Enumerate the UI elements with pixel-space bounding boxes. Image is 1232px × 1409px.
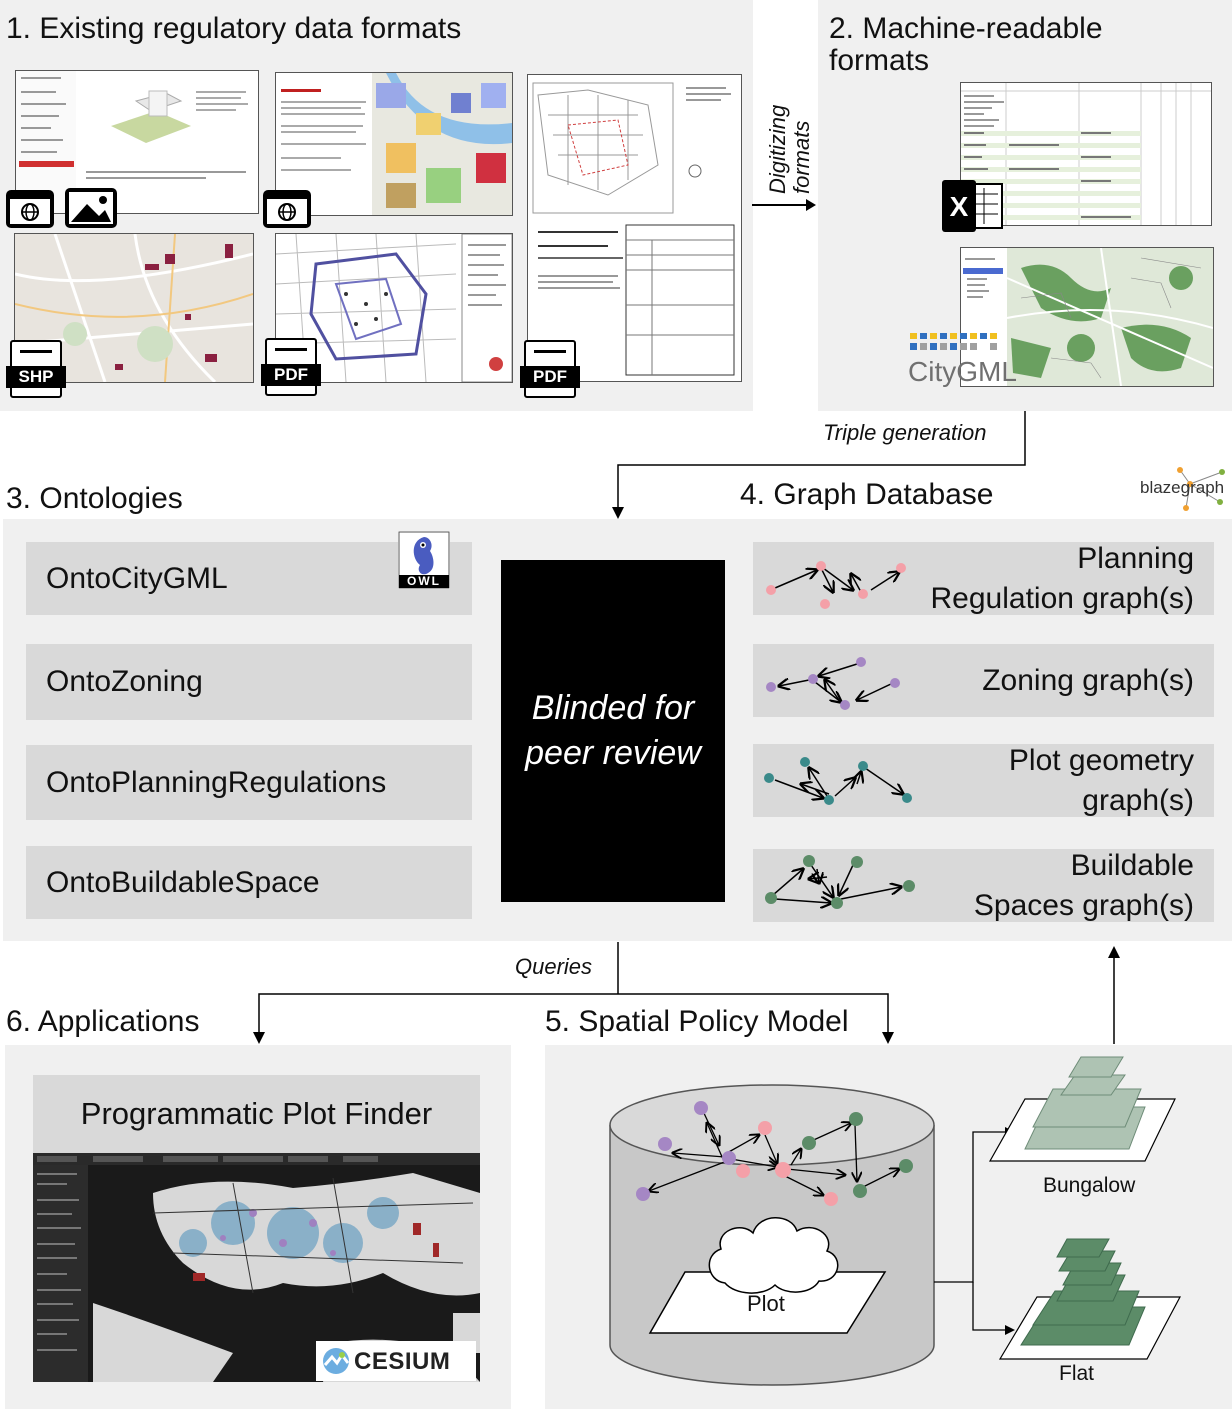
shp-file-icon: SHP	[6, 340, 66, 398]
zoning-graph-icon	[766, 657, 900, 710]
thumb-building-height-page	[15, 70, 259, 214]
bungalow-label: Bungalow	[1043, 1174, 1136, 1197]
thumb-spreadsheet	[960, 82, 1212, 226]
queries-label: Queries	[515, 954, 593, 979]
arrow-queries	[253, 942, 1120, 1044]
section-3-title: 3. Ontologies	[6, 482, 183, 515]
buildable-spaces-graph-box: Buildable Spaces graph(s)	[753, 849, 1214, 922]
section-1-title: 1. Existing regulatory data formats	[6, 12, 462, 45]
arrow-digitizing	[752, 199, 816, 211]
buildable-spaces-graph-icon	[765, 855, 915, 922]
image-icon	[65, 188, 117, 228]
arrow-triple-generation	[612, 411, 1026, 519]
planning-regulation-graph-box: Planning Regulation graph(s)	[753, 542, 1214, 615]
planning-graph-icon	[766, 561, 906, 609]
pdf-file-icon: PDF	[520, 340, 580, 398]
zoning-graph-box: Zoning graph(s)	[753, 644, 1214, 717]
spatial-policy-cylinder	[609, 1056, 1181, 1386]
svg-text:X: X	[950, 191, 969, 222]
blazegraph-logo: blazegraph	[1140, 462, 1232, 518]
plot-finder-title-bar: Programmatic Plot Finder	[33, 1075, 480, 1153]
web-icon	[263, 190, 311, 228]
excel-icon: X	[942, 180, 1004, 232]
thumb-master-plan-page	[275, 72, 513, 216]
blinded-box: Blinded for peer review	[501, 560, 725, 902]
plot-geometry-graph-icon	[764, 757, 912, 805]
flat-label: Flat	[1059, 1362, 1095, 1385]
onto-buildable-space-box: OntoBuildableSpace	[26, 846, 472, 919]
onto-zoning-box: OntoZoning	[26, 644, 472, 720]
onto-citygml-box: OntoCityGML	[26, 542, 472, 615]
plot-geometry-graph-box: Plot geometry graph(s)	[753, 744, 1214, 817]
owl-logo: OWL	[398, 531, 450, 589]
pdf-file-icon: PDF	[261, 338, 321, 396]
onto-planning-regulations-box: OntoPlanningRegulations	[26, 745, 472, 820]
thumb-citygml-map	[960, 247, 1214, 387]
web-icon	[6, 190, 54, 228]
section-4-title: 4. Graph Database	[740, 478, 994, 511]
triple-generation-label: Triple generation	[823, 420, 987, 445]
cesium-logo: CESIUM	[316, 1341, 476, 1381]
thumb-street-block-plan	[527, 74, 742, 382]
citygml-logo: CityGML	[906, 330, 1017, 390]
section-6-title: 6. Applications	[6, 1005, 200, 1038]
section-5-title: 5. Spatial Policy Model	[545, 1005, 849, 1038]
plot-label: Plot	[747, 1291, 785, 1316]
